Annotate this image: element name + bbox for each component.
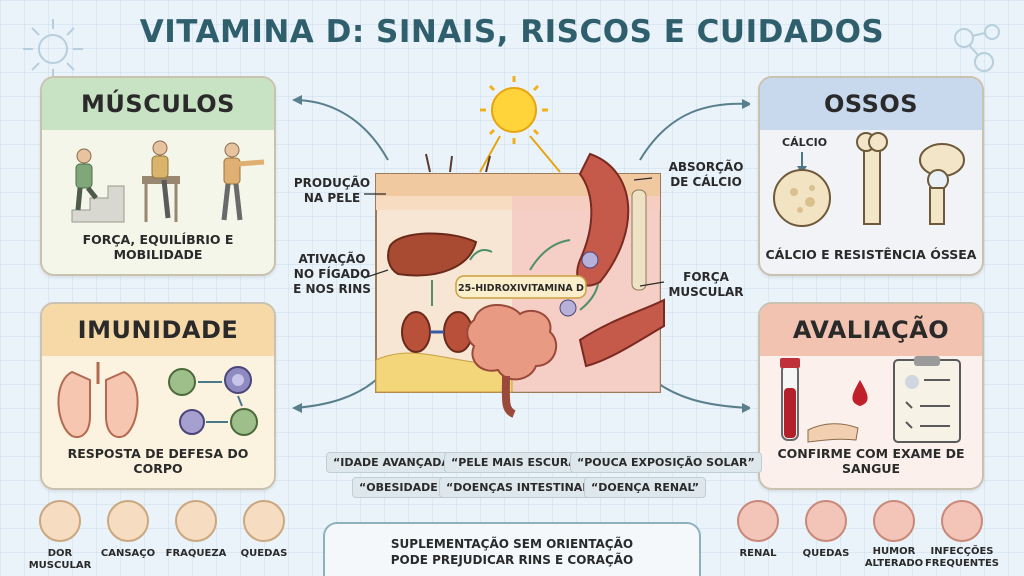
musculos-caption: FORÇA, EQUILÍBRIO E MOBILIDADE	[82, 232, 234, 262]
elderly-exercise-illustration	[71, 140, 265, 223]
blood-test-illustration	[780, 356, 961, 443]
mood-icon	[873, 500, 915, 542]
sun-outline-icon	[23, 19, 83, 79]
molecule-icon	[954, 24, 1000, 72]
avaliacao-card: AVALIAÇÃO CONFIRME COM EXAME DE SANGUE	[758, 302, 984, 490]
fatigue-icon	[107, 500, 149, 542]
musculos-card: MÚSCULOS FORÇA, EQUILÍBRIO E MOBILIDADE	[40, 76, 276, 276]
absorcao-label: ABSORÇÃO DE CÁLCIO	[668, 160, 744, 189]
symptom-label: CANSAÇO	[100, 548, 156, 559]
supplement-warning: SUPLEMENTAÇÃO SEM ORIENTAÇÃO PODE PREJUD…	[323, 522, 701, 576]
symptom-label: FRAQUEZA	[165, 548, 227, 559]
symptom-label: QUEDAS	[240, 548, 288, 559]
risk-label: INFECÇÕES FREQUENTES	[924, 546, 1000, 569]
falls-risk-icon	[805, 500, 847, 542]
intestine-icon	[466, 303, 558, 381]
page-title: VITAMINA D: SINAIS, RISCOS E CUIDADOS	[139, 14, 885, 50]
weakness-icon	[175, 500, 217, 542]
imunidade-card: IMUNIDADE RESPOSTA DE DEFESA DO CORPO	[40, 302, 276, 490]
immune-cell-icons	[168, 366, 258, 436]
imunidade-caption: RESPOSTA DE DEFESA DO CORPO	[67, 446, 249, 476]
ossos-title: OSSOS	[760, 78, 982, 130]
avaliacao-caption: CONFIRME COM EXAME DE SANGUE	[777, 446, 965, 476]
muscle-pain-icon	[39, 500, 81, 542]
imunidade-title: IMUNIDADE	[42, 304, 274, 356]
arrow-to-ossos	[639, 102, 750, 161]
musculos-title: MÚSCULOS	[42, 78, 274, 130]
ossos-caption: CÁLCIO E RESISTÊNCIA ÓSSEA	[765, 247, 977, 262]
risk-chip: “DOENÇA RENAL”	[584, 477, 707, 498]
falls-icon	[243, 500, 285, 542]
calcio-label: CÁLCIO	[782, 136, 828, 149]
lungs-and-cells-illustration	[57, 362, 258, 438]
avaliacao-title: AVALIAÇÃO	[760, 304, 982, 356]
liver-icon	[387, 232, 478, 277]
forca-label: FORÇA MUSCULAR	[668, 270, 744, 299]
risk-chip: “OBESIDADE”	[352, 477, 453, 498]
risk-chip: “IDADE AVANÇADA”	[326, 452, 464, 473]
warning-text: SUPLEMENTAÇÃO SEM ORIENTAÇÃO PODE PREJUD…	[390, 537, 634, 568]
clipboard-icon	[893, 359, 961, 443]
metabolite-badge	[455, 275, 587, 299]
symptom-label: DOR MUSCULAR	[28, 548, 92, 571]
arrow-to-musculos	[293, 99, 389, 161]
risk-chip: “POUCA EXPOSIÇÃO SOLAR”	[570, 452, 762, 473]
center-diagram: 25-HIDROXIVITAMINA D	[292, 76, 750, 418]
producao-label: PRODUÇÃO NA PELE	[293, 176, 371, 205]
bone-illustration	[773, 132, 965, 227]
arrow-to-imunidade	[293, 369, 387, 409]
kidney-risk-icon	[737, 500, 779, 542]
risk-chip: “PELE MAIS ESCURA”	[444, 452, 591, 473]
ativacao-label: ATIVAÇÃO NO FÍGADO E NOS RINS	[293, 252, 371, 296]
risk-label: RENAL	[739, 548, 777, 559]
ossos-card: OSSOS CÁLCIO CÁLCIO E RESISTÊNCIA ÓSSEA	[758, 76, 984, 276]
risk-chip: “DOENÇAS INTESTINAIS”	[439, 477, 609, 498]
risk-label: QUEDAS	[802, 548, 850, 559]
infection-icon	[941, 500, 983, 542]
metabolite-label: 25-HIDROXIVITAMINA D	[458, 283, 584, 294]
sun-icon	[479, 76, 561, 173]
risk-label: HUMOR ALTERADO	[864, 546, 924, 569]
